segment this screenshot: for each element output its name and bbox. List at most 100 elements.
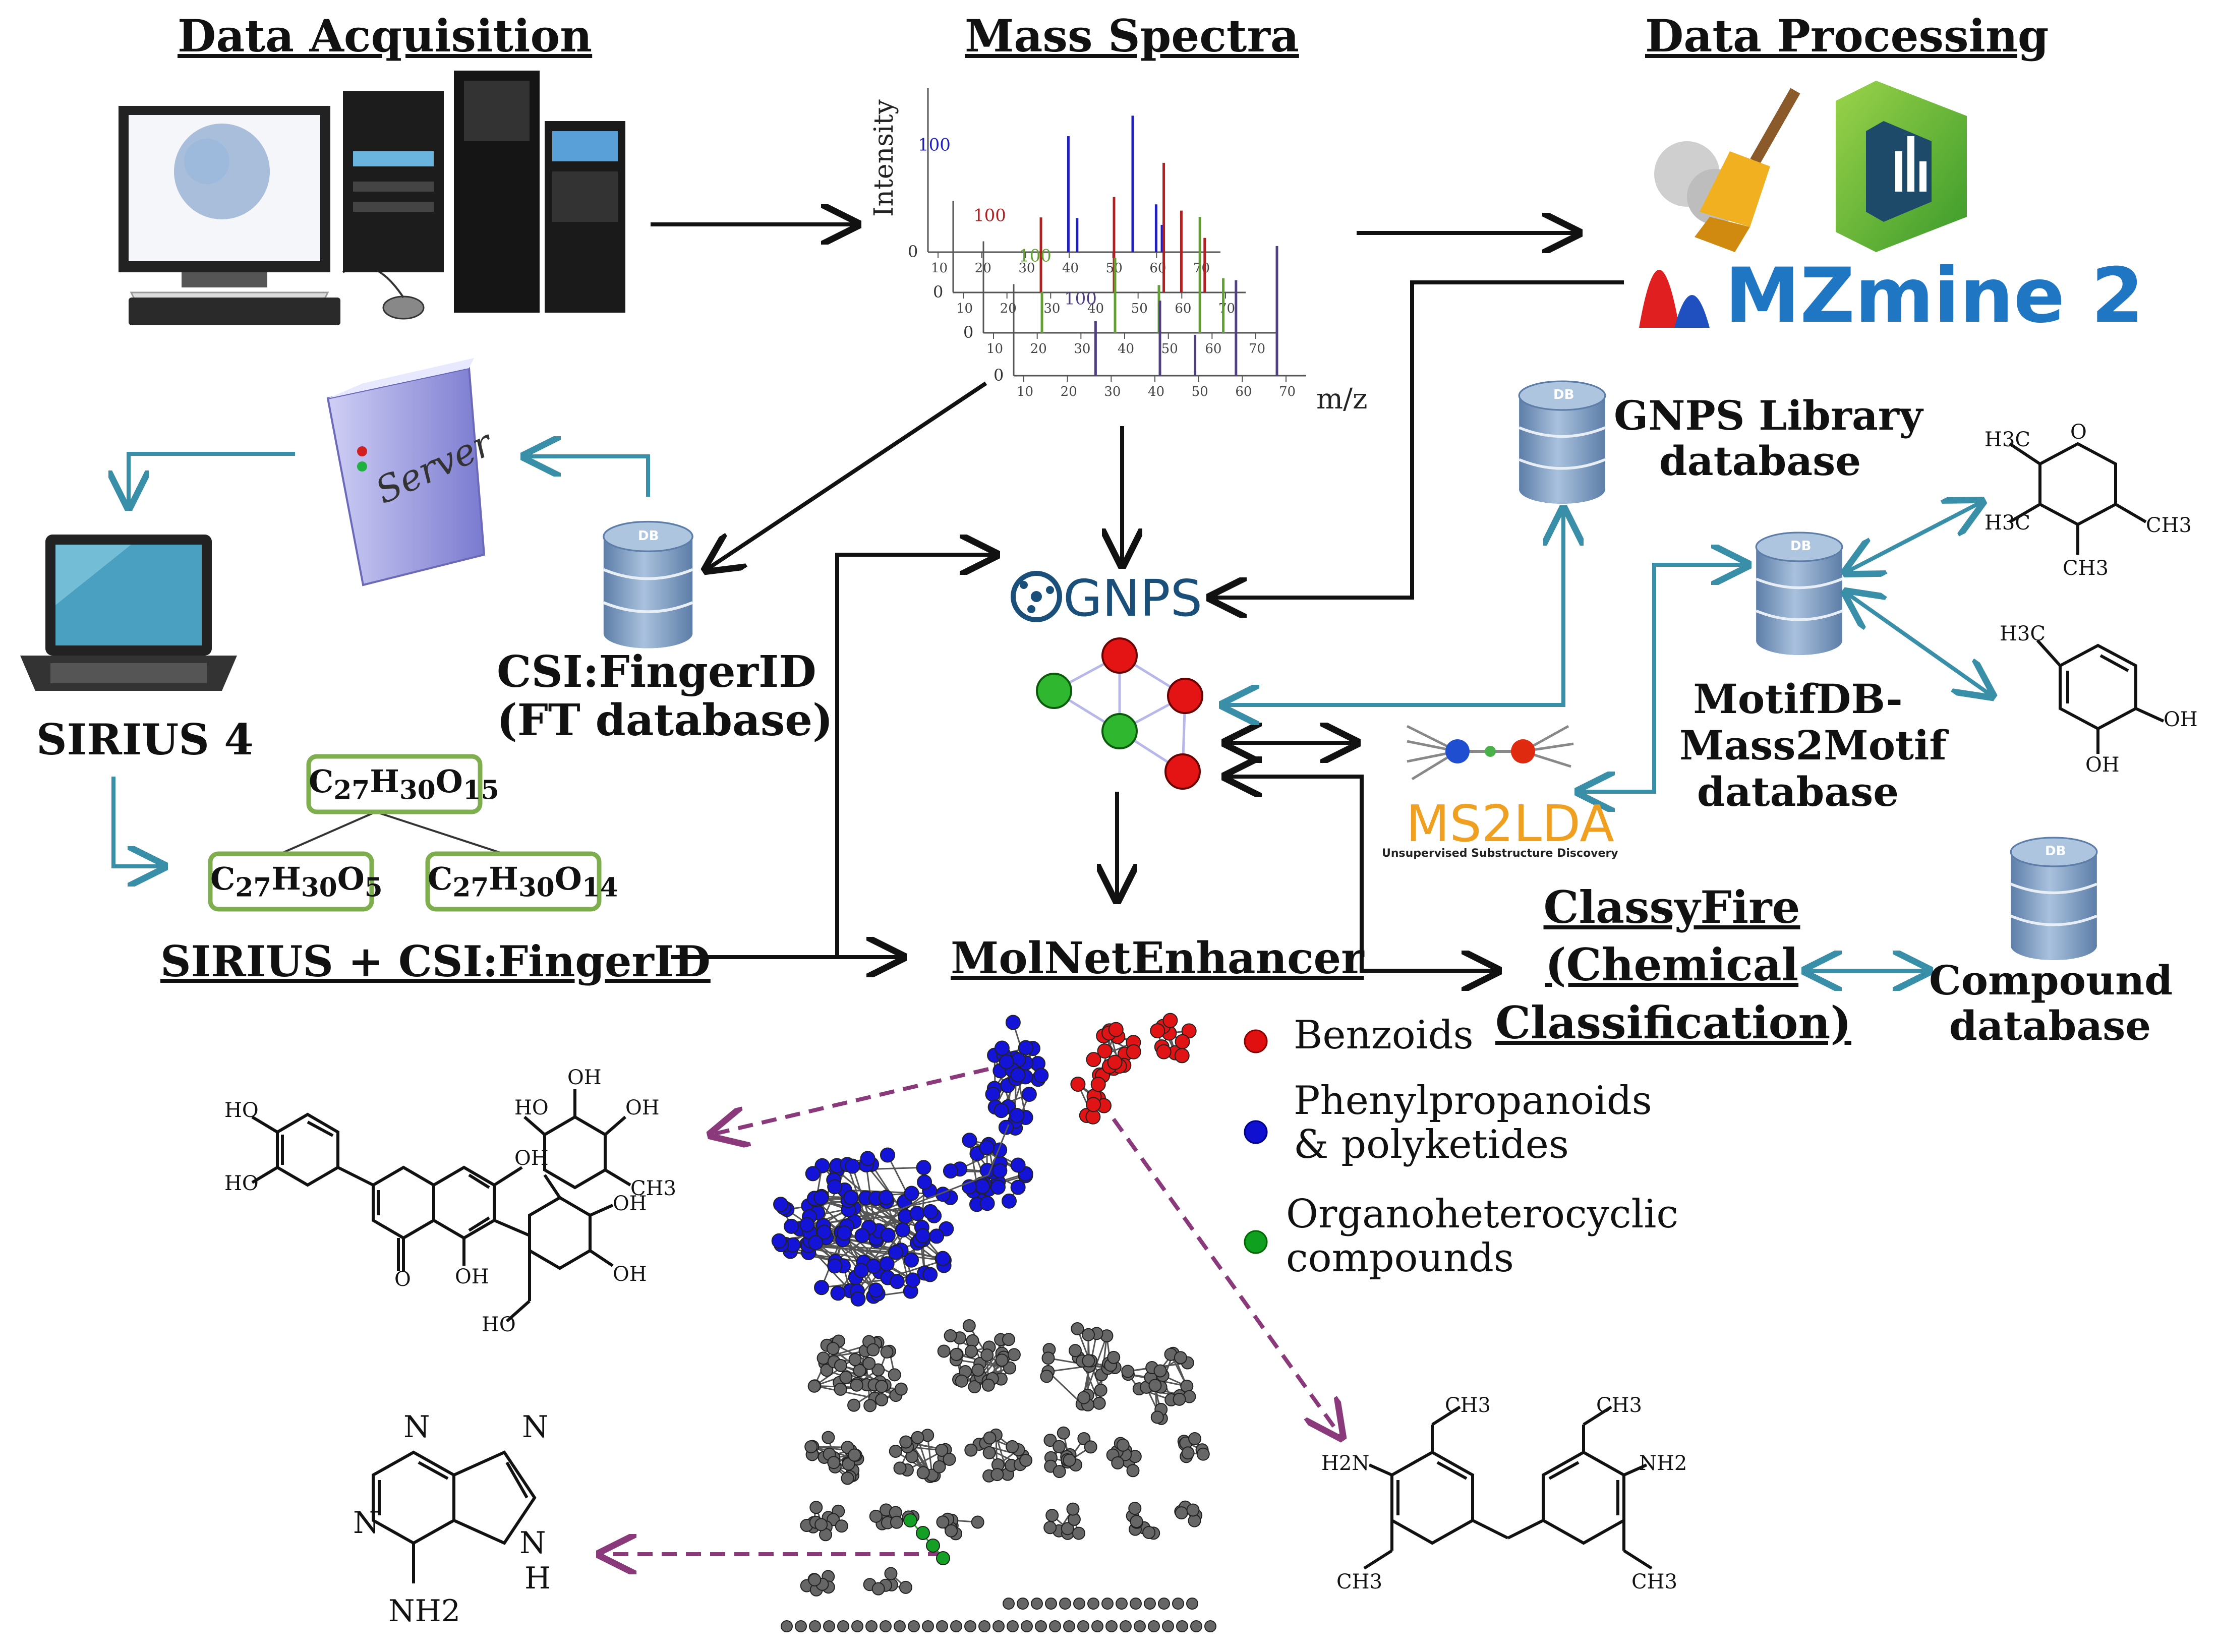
network-node	[1031, 1598, 1043, 1610]
network-node	[1150, 1023, 1165, 1039]
classyfire-label: ClassyFire (Chemical Classification)	[1495, 878, 1851, 1051]
network-node	[978, 1620, 990, 1632]
atom-label: CH3	[2063, 557, 2109, 580]
network-node	[771, 1233, 787, 1249]
network-node	[820, 1364, 834, 1377]
network-node	[964, 1443, 978, 1457]
network-node	[994, 1040, 1010, 1056]
header-data-acquisition: Data Acquisition	[178, 10, 593, 62]
formula-symbol: C	[428, 860, 453, 897]
network-node	[1181, 1446, 1195, 1460]
network-node	[935, 1443, 949, 1457]
network-edge	[987, 1124, 1010, 1175]
network-node	[1066, 1502, 1080, 1516]
network-node	[993, 1620, 1005, 1632]
spectrum-max: 100	[918, 135, 951, 155]
csi-line2: (FT database)	[497, 695, 833, 746]
network-node	[971, 1363, 985, 1377]
formula-symbol: H	[370, 763, 399, 800]
network-node	[1003, 1598, 1015, 1610]
formula-top: C27H30O15	[309, 763, 499, 805]
network-node	[853, 1263, 869, 1278]
network-node	[871, 1363, 885, 1377]
chem-structures	[251, 442, 2165, 1583]
formula-left: C27H30O5	[210, 860, 383, 902]
spectrum-tick-label: 40	[1118, 341, 1134, 357]
formula-count: 15	[462, 775, 499, 806]
network-node	[992, 1163, 1008, 1178]
network-node	[936, 1620, 948, 1632]
network-node	[1190, 1620, 1202, 1632]
formula-count: 5	[364, 872, 383, 903]
legend-benzoids: Benzoids	[1294, 1013, 1474, 1058]
arrow-laptop-to-formulas	[111, 777, 164, 866]
network-node	[1043, 1521, 1057, 1535]
network-node	[1063, 1453, 1076, 1467]
network-node	[1097, 1043, 1113, 1059]
formula-symbol: C	[210, 860, 236, 897]
network-node	[813, 1190, 829, 1205]
network-node	[880, 1345, 894, 1359]
network-node	[909, 1206, 925, 1221]
gnps-library-label: GNPS Library database	[1614, 393, 1922, 485]
network-node	[1084, 1440, 1097, 1454]
network-node	[911, 1431, 924, 1444]
legend-phenyl-line1: Phenylpropanoids	[1294, 1078, 1652, 1124]
network-node	[962, 1319, 976, 1333]
network-node	[1087, 1598, 1099, 1610]
adenine-atom-labels: N N N N H NH2	[353, 1409, 551, 1629]
network-node	[1107, 1054, 1123, 1070]
network-node	[814, 1518, 828, 1531]
network-node	[1128, 1502, 1142, 1515]
network-node	[915, 1228, 930, 1244]
gnps-molecular-network	[1036, 637, 1203, 790]
arrow-to-motifdb	[1652, 565, 1747, 731]
network-node	[827, 1456, 841, 1469]
spectrum-tick-label: 70	[1218, 301, 1235, 316]
network-node	[1173, 1392, 1186, 1406]
network-node	[807, 1379, 821, 1393]
network-node	[862, 1356, 876, 1370]
network-node	[863, 1399, 877, 1412]
spectrum-tick-label: 50	[1192, 384, 1208, 399]
network-node	[880, 1147, 895, 1163]
black-arrows	[651, 224, 1624, 971]
csi-fingerid-label: CSI:FingerID (FT database)	[497, 647, 833, 746]
sirius4-label: SIRIUS 4	[36, 715, 254, 764]
network-node	[871, 1582, 885, 1596]
network-edge	[887, 1154, 918, 1214]
network-node	[950, 1347, 963, 1361]
network-node	[848, 1448, 861, 1462]
molnetenhancer-label: MolNetEnhancer	[951, 933, 1364, 984]
network-node	[1041, 1351, 1055, 1365]
laptop-icon	[20, 535, 237, 691]
network-node	[1164, 753, 1201, 790]
network-node	[888, 1245, 903, 1260]
formula-count: 27	[452, 872, 489, 903]
network-node	[904, 1252, 919, 1268]
network-node	[944, 1329, 957, 1342]
atom-label: OH	[514, 1147, 549, 1170]
spectrum-tick-label: 10	[931, 261, 948, 276]
teal-arrows	[113, 454, 1992, 971]
gnps-lib-line2: database	[1659, 437, 1861, 485]
network-node	[837, 1620, 849, 1632]
spectrum-tick-label: 30	[1018, 261, 1035, 276]
network-node	[926, 1539, 940, 1553]
server-icon	[326, 358, 486, 586]
network-node	[804, 1440, 818, 1453]
atom-label: O	[2070, 421, 2087, 444]
adenine-structure	[372, 1450, 537, 1583]
network-node	[1101, 637, 1138, 674]
network-node	[964, 1344, 978, 1358]
network-node	[943, 1452, 956, 1466]
molnetenhancer-network	[771, 1013, 1216, 1632]
network-node	[1158, 1598, 1170, 1610]
motifdb-label: MotifDB- Mass2Motif database	[1679, 676, 1947, 815]
methylene-dianiline-structure	[1363, 1405, 1653, 1570]
ms2lda-logo-text: MS2LDA	[1406, 794, 1614, 853]
formula-tree	[208, 754, 602, 912]
spectrum-tick-label: 30	[1043, 301, 1060, 316]
atom-label: H3C	[1984, 511, 2030, 535]
network-node	[889, 1274, 905, 1289]
